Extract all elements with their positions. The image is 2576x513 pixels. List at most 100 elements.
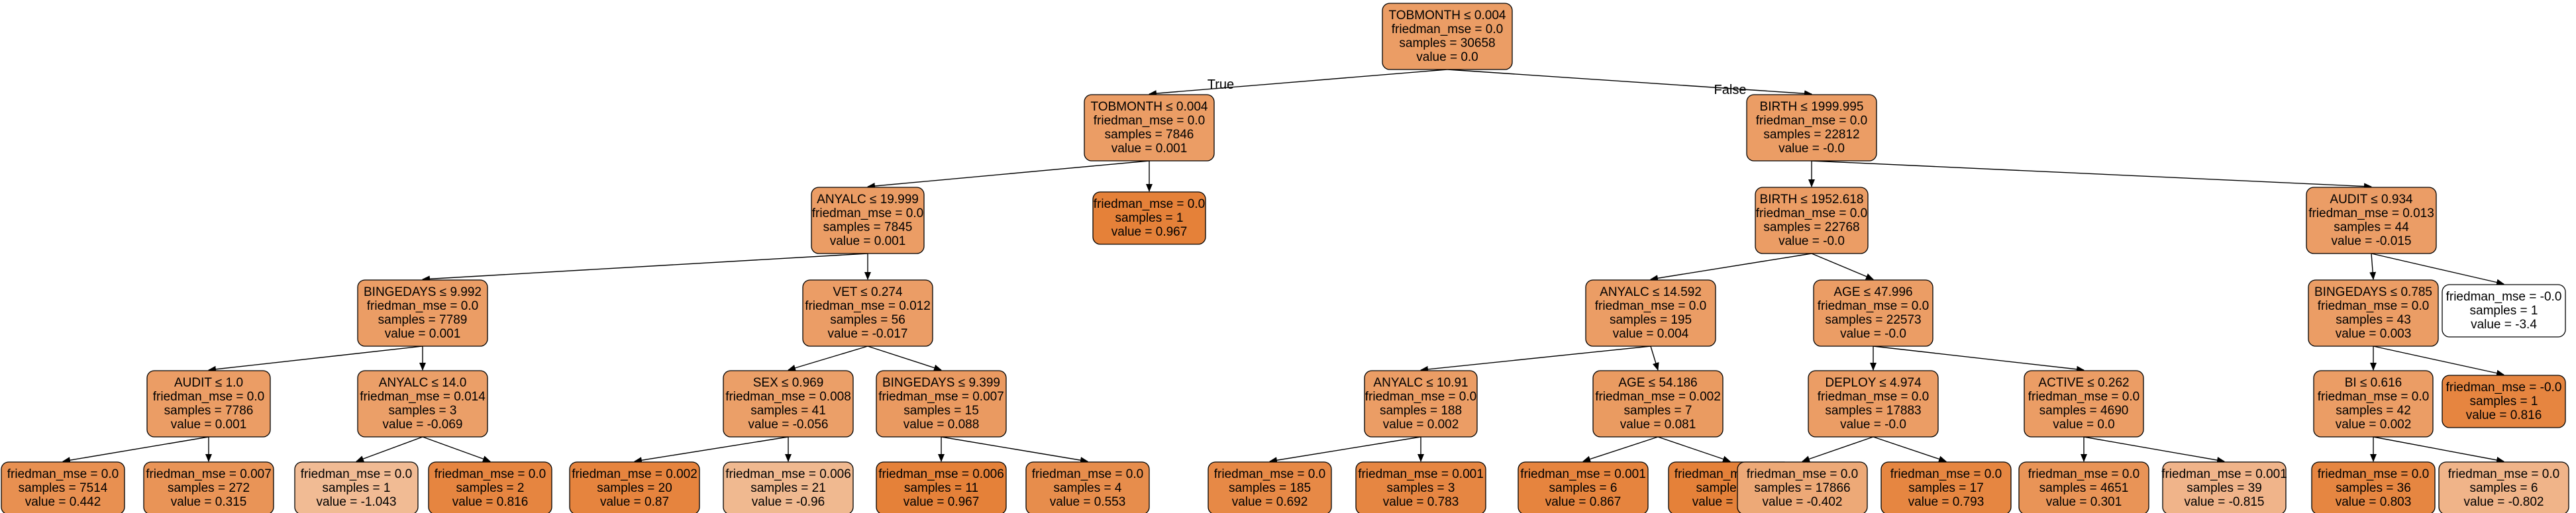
node-text-line: value = -0.815 — [2185, 495, 2265, 509]
node-text-line: value = 0.867 — [1545, 495, 1622, 509]
node-text-line: value = 0.553 — [1050, 495, 1126, 509]
node-box — [876, 370, 1007, 438]
node-box — [802, 279, 933, 347]
node-text-line: friedman_mse = 0.0 — [1756, 207, 1867, 220]
node-text-line: value = 0.004 — [1613, 327, 1689, 341]
edge-label-false: False — [1714, 83, 1747, 97]
node-text-line: friedman_mse = 0.014 — [360, 390, 486, 404]
node-text-line: friedman_mse = 0.008 — [725, 390, 851, 404]
node-text-line: friedman_mse = 0.0 — [1365, 390, 1476, 404]
node-text-line: samples = 36 — [2336, 481, 2411, 495]
node-text-line: ANYALC ≤ 10.91 — [1373, 376, 1468, 390]
node-text-line: samples = 272 — [168, 481, 250, 495]
node-text-line: samples = 41 — [750, 404, 826, 418]
node-text-line: value = -0.069 — [383, 418, 463, 432]
node-box — [723, 461, 854, 513]
node-text-line: friedman_mse = 0.001 — [2161, 467, 2287, 481]
node-box — [1585, 279, 1716, 347]
node-text-line: value = 0.442 — [25, 495, 101, 509]
node-box — [1, 461, 125, 513]
node-text-line: friedman_mse = 0.0 — [1094, 114, 1205, 128]
node-text-line: friedman_mse = 0.002 — [1595, 390, 1721, 404]
node-box — [1592, 370, 1724, 438]
node-text-line: friedman_mse = 0.001 — [1358, 467, 1484, 481]
node-box — [2442, 284, 2566, 338]
tree-edge — [1811, 160, 2372, 190]
node-text-line: value = -0.402 — [1763, 495, 1843, 509]
node-text-line: BIRTH ≤ 1999.995 — [1760, 100, 1864, 114]
node-text-line: value = 0.301 — [2046, 495, 2122, 509]
node-text-line: value = 0.793 — [1908, 495, 1984, 509]
node-text-line: value = 0.967 — [1111, 225, 1188, 239]
node-text-line: value = 0.001 — [1111, 142, 1188, 156]
node-text-line: friedman_mse = 0.0 — [2028, 467, 2139, 481]
tree-edge — [1650, 346, 1659, 371]
node-text-line: value = -1.043 — [317, 495, 397, 509]
node-text-line: friedman_mse = 0.001 — [1520, 467, 1646, 481]
node-text-line: friedman_mse = 0.0 — [301, 467, 412, 481]
node-text-line: ANYALC ≤ 14.0 — [379, 376, 467, 390]
node-text-line: samples = 39 — [2187, 481, 2262, 495]
node-text-line: friedman_mse = 0.0 — [2028, 390, 2139, 404]
node-text-line: BINGEDAYS ≤ 9.399 — [882, 376, 1000, 390]
node-text-line: value = -0.0 — [1778, 142, 1845, 156]
tree-edge — [2083, 436, 2225, 464]
node-text-line: friedman_mse = 0.013 — [2308, 207, 2434, 220]
tree-edge — [1149, 69, 1448, 97]
node-text-line: samples = 22573 — [1825, 313, 1921, 327]
node-text-line: friedman_mse = 0.0 — [367, 299, 478, 313]
node-text-line: VET ≤ 0.274 — [833, 285, 903, 299]
node-box — [2313, 370, 2434, 438]
node-text-line: value = 0.002 — [1383, 418, 1459, 432]
node-text-line: value = -0.015 — [2332, 234, 2412, 248]
tree-edge — [2371, 253, 2504, 286]
node-text-line: friedman_mse = 0.0 — [2318, 390, 2429, 404]
node-text-line: samples = 30658 — [1399, 36, 1495, 50]
node-text-line: value = 0.816 — [452, 495, 529, 509]
node-text-line: value = -0.0 — [1840, 327, 1906, 341]
tree-edge — [62, 436, 209, 464]
node-box — [1364, 370, 1478, 438]
node-text-line: samples = 1 — [323, 481, 391, 495]
node-text-line: samples = 4651 — [2039, 481, 2129, 495]
node-text-line: samples = 22768 — [1763, 220, 1859, 234]
node-box — [2308, 279, 2439, 347]
node-text-line: friedman_mse = -0.0 — [2446, 290, 2562, 304]
node-box — [1813, 279, 1933, 347]
node-text-line: friedman_mse = 0.0 — [1392, 23, 1503, 36]
node-box — [2162, 461, 2287, 513]
node-text-line: friedman_mse = 0.0 — [1756, 114, 1867, 128]
node-box — [1737, 461, 1868, 513]
node-text-line: BINGEDAYS ≤ 9.992 — [364, 285, 482, 299]
node-text-line: value = -0.056 — [748, 418, 829, 432]
node-box — [1382, 3, 1513, 70]
node-text-line: value = -0.96 — [752, 495, 825, 509]
node-text-line: samples = 188 — [1380, 404, 1462, 418]
node-text-line: value = 0.001 — [171, 418, 247, 432]
tree-edge — [208, 346, 423, 373]
node-text-line: samples = 43 — [2336, 313, 2411, 327]
tree-edge — [2373, 346, 2504, 377]
node-text-line: friedman_mse = 0.0 — [7, 467, 119, 481]
node-box — [1084, 94, 1215, 162]
node-text-line: samples = 7846 — [1105, 128, 1194, 142]
node-text-line: value = -3.4 — [2471, 318, 2537, 332]
node-text-line: samples = 44 — [2334, 220, 2409, 234]
node-text-line: value = 0.088 — [903, 418, 980, 432]
